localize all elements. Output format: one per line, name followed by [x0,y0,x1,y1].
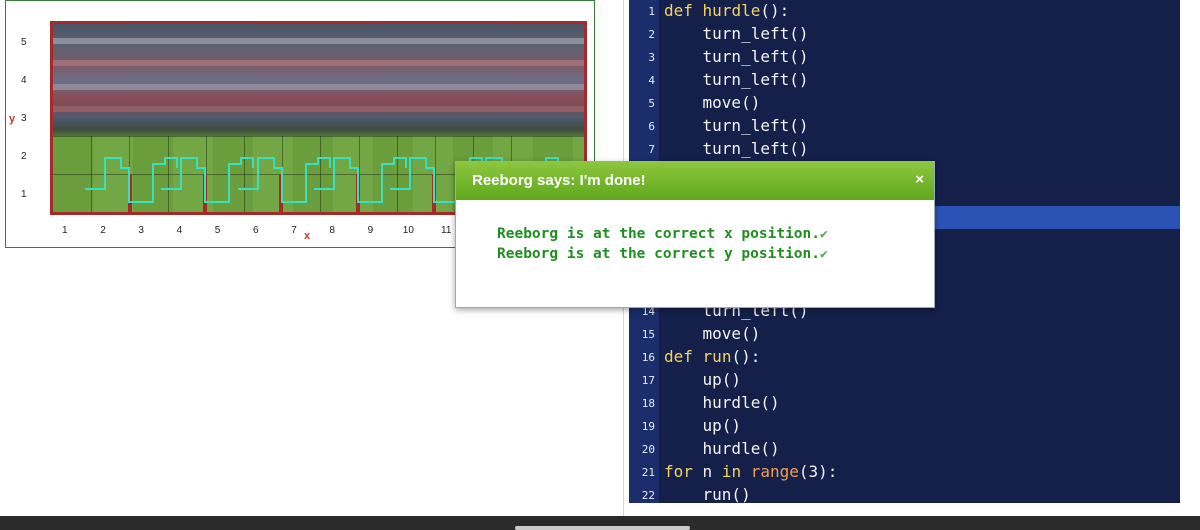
dialog-message: Reeborg is at the correct y position.✔ [497,246,828,262]
code-text[interactable]: turn_left() [664,116,809,135]
line-number: 22 [641,489,655,502]
code-line[interactable]: 19 up() [629,415,1180,438]
code-line[interactable]: 3 turn_left() [629,46,1180,69]
trace-segment [85,157,178,203]
y-axis-letter: y [9,113,16,125]
line-number: 16 [641,351,655,364]
x-tick-label: 2 [100,225,106,236]
code-line[interactable]: 22 run() [629,484,1180,503]
bottom-bar [0,516,1200,530]
checkmark-icon: ✔ [820,247,828,262]
line-number: 17 [641,374,655,387]
x-tick-label: 3 [138,225,144,236]
code-line[interactable]: 6 turn_left() [629,115,1180,138]
code-text[interactable]: up() [664,416,742,435]
code-text[interactable]: for n in range(3): [664,462,838,481]
code-text[interactable]: hurdle() [664,439,780,458]
trace-segment [314,157,407,203]
line-number: 21 [641,466,655,479]
stadium-stand [53,38,584,44]
x-tick-label: 1 [62,225,68,236]
stadium-stand [53,84,584,90]
stadium-stand [53,106,584,112]
code-line[interactable]: 2 turn_left() [629,23,1180,46]
code-line[interactable]: 16 def run(): [629,346,1180,369]
reeborg-dialog: Reeborg says: I'm done! × Reeborg is at … [455,161,935,308]
code-text[interactable]: def hurdle(): [664,1,790,20]
line-number: 3 [648,51,655,64]
y-tick-label: 4 [21,75,27,86]
code-line[interactable]: 17 up() [629,369,1180,392]
y-tick-label: 5 [21,37,27,48]
code-text[interactable]: turn_left() [664,24,809,43]
x-tick-label: 10 [402,225,414,236]
line-number: 18 [641,397,655,410]
line-number: 6 [648,120,655,133]
code-text[interactable]: def run(): [664,347,761,366]
code-line[interactable]: 1 def hurdle(): [629,0,1180,23]
line-number: 14 [641,305,655,318]
code-text[interactable]: move() [664,93,761,112]
x-axis-letter: x [304,230,311,242]
trace-segment [390,157,483,203]
grid-line [320,136,322,212]
line-number: 7 [648,143,655,156]
message-text: Reeborg is at the correct x position. [497,226,821,242]
code-line[interactable]: 15 move() [629,323,1180,346]
code-text[interactable]: turn_left() [664,70,809,89]
line-number: 4 [648,74,655,87]
code-text[interactable]: move() [664,324,761,343]
code-text[interactable]: up() [664,370,742,389]
code-text[interactable]: turn_left() [664,47,809,66]
line-number: 5 [648,97,655,110]
code-line[interactable]: 4 turn_left() [629,69,1180,92]
grid-line [167,136,169,212]
code-line[interactable]: 20 hurdle() [629,438,1180,461]
x-tick-label: 6 [253,225,259,236]
x-tick-label: 7 [291,225,297,236]
code-line[interactable]: 5 move() [629,92,1180,115]
y-tick-label: 3 [21,113,27,124]
line-number: 2 [648,28,655,41]
x-tick-label: 4 [176,225,183,236]
trace-segment [238,157,331,203]
dialog-titlebar[interactable]: Reeborg says: I'm done! × [456,162,934,200]
stadium-stand [53,60,584,66]
x-tick-label: 8 [329,225,335,236]
line-number: 15 [641,328,655,341]
x-tick-label: 5 [214,225,221,236]
grid-line [53,174,584,175]
grid-line [396,136,398,212]
y-tick-label: 2 [21,151,27,162]
dialog-message: Reeborg is at the correct x position.✔ [497,226,828,242]
line-number: 19 [641,420,655,433]
trace-segment [161,157,254,203]
code-text[interactable]: run() [664,485,751,503]
code-text[interactable]: hurdle() [664,393,780,412]
code-text[interactable]: turn_left() [664,139,809,158]
horizontal-scrollbar[interactable] [515,526,690,530]
checkmark-icon: ✔ [820,227,828,242]
code-line[interactable]: 18 hurdle() [629,392,1180,415]
grid-line [244,136,245,212]
x-tick-label: 9 [367,225,374,236]
y-tick-label: 1 [21,189,27,200]
dialog-title: Reeborg says: I'm done! [472,172,646,189]
close-icon[interactable]: × [915,171,924,188]
line-number: 20 [641,443,655,456]
grid-line [91,136,93,212]
message-text: Reeborg is at the correct y position. [497,246,821,262]
grid-line [53,136,584,137]
code-line[interactable]: 21 for n in range(3): [629,461,1180,484]
code-line[interactable]: 7 turn_left() [629,138,1180,161]
line-number: 1 [648,5,655,18]
x-tick-label: 11 [441,225,452,236]
